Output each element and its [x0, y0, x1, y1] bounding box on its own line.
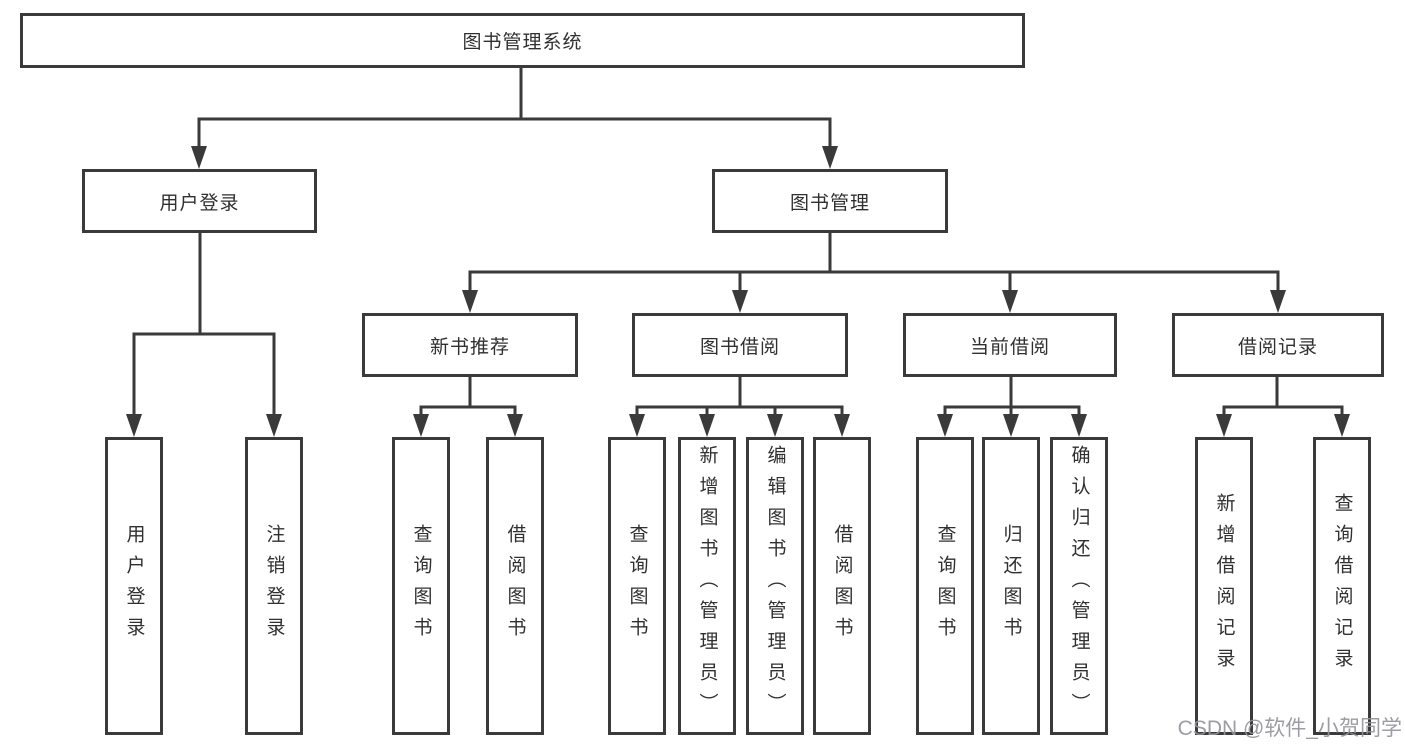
node-bb-query-book: 查询图书: [608, 437, 666, 735]
cb-query-book-label: 查询图书: [934, 524, 956, 648]
arrow-to-cb-query-book: [937, 414, 953, 437]
node-root: 图书管理系统: [20, 13, 1025, 68]
br-query-record-label: 查询借阅记录: [1331, 493, 1353, 679]
connector-userlogin-to-leaves: [132, 231, 276, 418]
arrow-to-rec-borrow-book: [507, 414, 523, 437]
arrow-to-cb-confirm-return: [1071, 414, 1087, 437]
arrow-to-bb-borrow-book: [834, 414, 850, 437]
arrow-to-borrow-records: [1270, 290, 1286, 313]
csdn-watermark: CSDN @软件_小贺同学: [1177, 717, 1402, 740]
node-user-login: 用户登录: [82, 169, 317, 233]
connector-borrowrecords-to-leaves: [1222, 375, 1344, 418]
arrow-to-new-book-rec: [462, 290, 478, 313]
node-rec-borrow-book: 借阅图书: [486, 437, 544, 735]
node-new-book-recommend: 新书推荐: [362, 313, 578, 377]
arrow-to-book-borrow: [732, 290, 748, 313]
node-cb-confirm-return: 确认归还（管理员）: [1050, 437, 1108, 735]
bb-query-book-label: 查询图书: [626, 524, 648, 648]
node-br-query-record: 查询借阅记录: [1313, 437, 1371, 735]
arrow-to-cb-return-book: [1003, 414, 1019, 437]
node-br-add-record: 新增借阅记录: [1195, 437, 1253, 735]
node-bb-edit-book: 编辑图书（管理员）: [746, 437, 804, 735]
node-bb-borrow-book: 借阅图书: [813, 437, 871, 735]
node-cb-query-book: 查询图书: [916, 437, 974, 735]
br-add-record-label: 新增借阅记录: [1213, 493, 1235, 679]
arrow-to-leaf-logout: [266, 414, 282, 437]
arrow-to-br-add-record: [1216, 414, 1232, 437]
arrowheads: [126, 146, 1350, 437]
node-leaf-logout: 注销登录: [245, 437, 303, 735]
arrow-to-book-mgmt: [822, 146, 838, 169]
leaf-logout-label: 注销登录: [263, 524, 285, 648]
node-book-management: 图书管理: [712, 169, 948, 233]
arrow-to-user-login: [191, 146, 207, 169]
node-rec-query-book: 查询图书: [392, 437, 450, 735]
bb-add-book-label: 新增图书（管理员）: [696, 445, 718, 724]
arrow-to-current-borrow: [1002, 290, 1018, 313]
bb-borrow-book-label: 借阅图书: [831, 524, 853, 648]
rec-borrow-book-label: 借阅图书: [504, 524, 526, 648]
arrow-to-bb-add-book: [699, 414, 715, 437]
arrow-to-rec-query-book: [413, 414, 429, 437]
arrow-to-br-query-record: [1334, 414, 1350, 437]
connector-newbookrec-to-leaves: [419, 375, 517, 418]
cb-confirm-return-label: 确认归还（管理员）: [1068, 445, 1090, 724]
bb-edit-book-label: 编辑图书（管理员）: [764, 445, 786, 724]
arrow-to-leaf-user-login: [126, 414, 142, 437]
connector-currentborrow-to-leaves: [943, 375, 1081, 418]
node-current-borrow: 当前借阅: [903, 313, 1117, 377]
rec-query-book-label: 查询图书: [410, 524, 432, 648]
node-bb-add-book: 新增图书（管理员）: [678, 437, 736, 735]
connector-bookborrow-to-leaves: [635, 375, 844, 418]
connector-bookmgmt-to-level3: [468, 231, 1280, 294]
node-book-borrow: 图书借阅: [632, 313, 848, 377]
node-borrow-records: 借阅记录: [1172, 313, 1384, 377]
connector-root-to-level2: [197, 66, 832, 150]
node-leaf-user-login: 用户登录: [105, 437, 163, 735]
leaf-user-login-label: 用户登录: [123, 524, 145, 648]
node-cb-return-book: 归还图书: [982, 437, 1040, 735]
cb-return-book-label: 归还图书: [1000, 524, 1022, 648]
arrow-to-bb-query-book: [629, 414, 645, 437]
arrow-to-bb-edit-book: [767, 414, 783, 437]
